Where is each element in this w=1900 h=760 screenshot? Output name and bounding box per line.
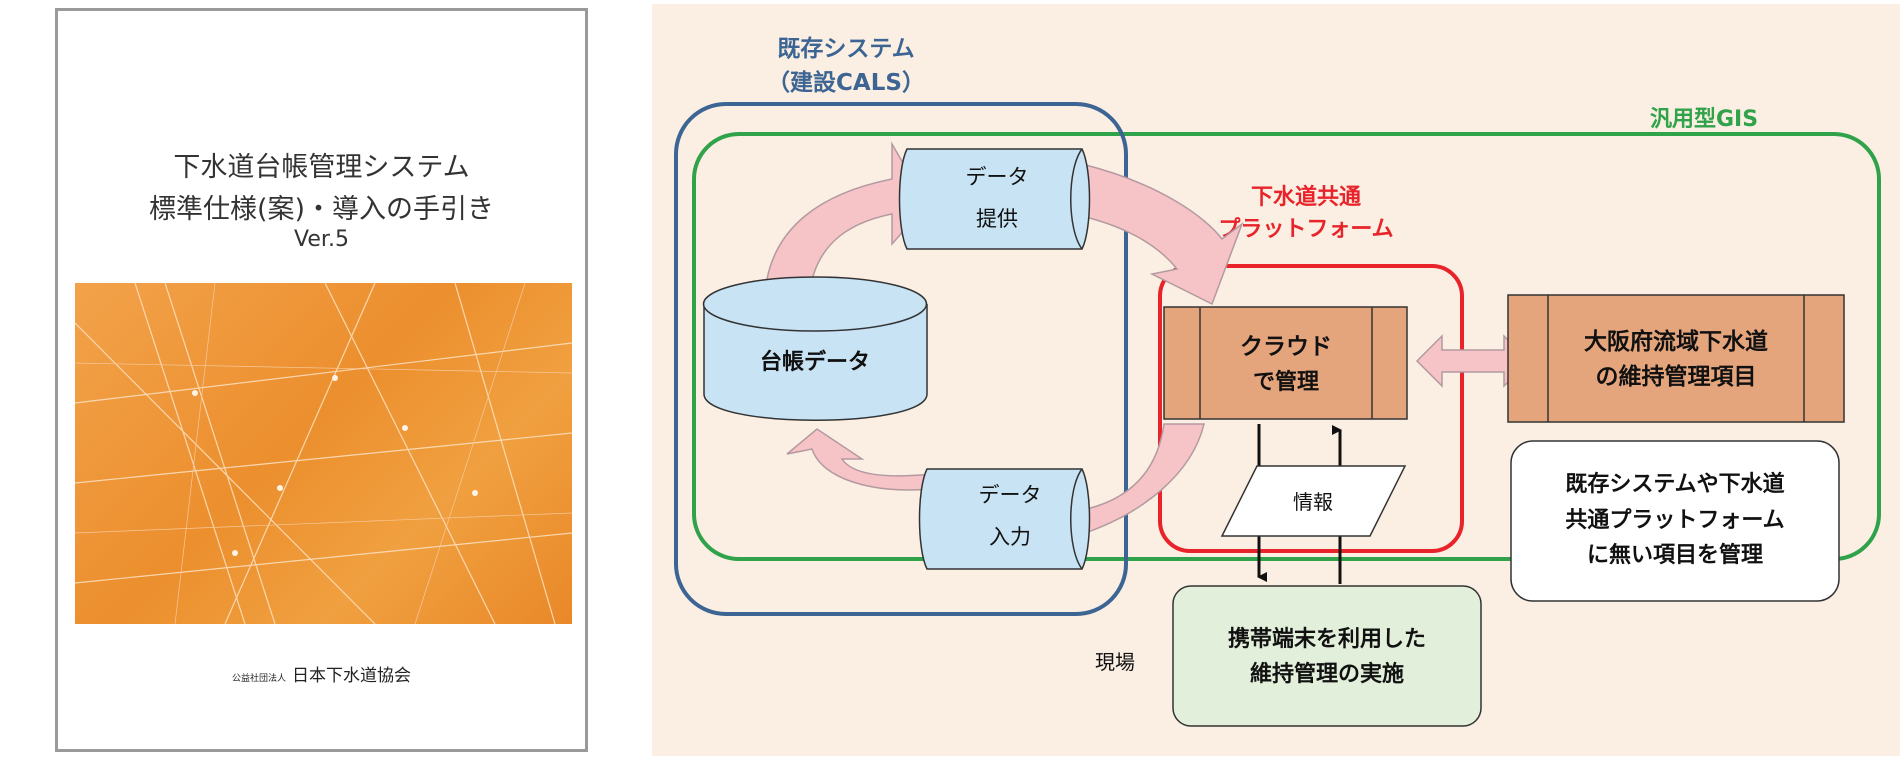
existing-system-boundary xyxy=(674,102,1128,616)
arrow-provide-to-cloud xyxy=(1071,163,1244,306)
field-label: 現場 xyxy=(1095,650,1135,674)
manual-cover: 下水道台帳管理システム 標準仕様(案)・導入の手引き Ver.5 xyxy=(55,8,588,752)
system-diagram: 既存システム （建設CALS） 汎用型GIS 下水道共通 プラットフォーム デー… xyxy=(652,4,1900,756)
cover-title-line1: 下水道台帳管理システム xyxy=(173,152,470,183)
data-input-label-1: データ xyxy=(979,483,1042,507)
ledger-data-cylinder xyxy=(702,276,928,421)
platform-label-2: プラットフォーム xyxy=(1218,217,1393,242)
mobile-line-1: 携帯端末を利用した xyxy=(1228,626,1426,652)
arrow-input-to-ledger xyxy=(786,428,933,491)
cloud-label-2: で管理 xyxy=(1253,369,1319,395)
existing-system-label-1: 既存システム xyxy=(777,35,914,62)
cloud-label-1: クラウド xyxy=(1240,334,1332,360)
osaka-box xyxy=(1507,294,1845,423)
mobile-line-2: 維持管理の実施 xyxy=(1250,661,1404,687)
data-input-cylinder xyxy=(918,468,1091,570)
note-line-2: 共通プラットフォーム xyxy=(1565,508,1784,533)
mobile-box xyxy=(1172,585,1482,727)
cover-title-line2: 標準仕様(案)・導入の手引き xyxy=(148,194,495,225)
info-label: 情報 xyxy=(1293,490,1333,514)
note-line-3: に無い項目を管理 xyxy=(1587,542,1763,568)
publisher: 公益社団法人日本下水道協会 xyxy=(58,661,585,686)
ledger-data-label: 台帳データ xyxy=(760,349,870,375)
arrow-cloud-to-input xyxy=(1081,423,1205,536)
osaka-label-1: 大阪府流域下水道 xyxy=(1584,328,1768,355)
gis-boundary xyxy=(692,132,1881,561)
cover-map-image xyxy=(75,283,572,624)
osaka-label-2: の維持管理項目 xyxy=(1596,363,1757,390)
data-provide-label-1: データ xyxy=(966,165,1029,189)
cover-version: Ver.5 xyxy=(294,227,349,252)
publisher-name: 日本下水道協会 xyxy=(292,666,411,686)
info-parallelogram xyxy=(1220,465,1407,537)
note-line-1: 既存システムや下水道 xyxy=(1565,471,1784,497)
data-input-label-2: 入力 xyxy=(989,525,1031,549)
cloud-box xyxy=(1163,306,1408,420)
publisher-prefix: 公益社団法人 xyxy=(231,674,286,684)
note-box xyxy=(1510,440,1840,602)
platform-boundary xyxy=(1158,264,1464,553)
data-provide-cylinder xyxy=(898,148,1091,250)
gis-label: 汎用型GIS xyxy=(1650,107,1758,132)
platform-label-1: 下水道共通 xyxy=(1251,184,1361,210)
data-provide-label-2: 提供 xyxy=(976,207,1018,231)
existing-system-label-2: （建設CALS） xyxy=(767,69,925,96)
